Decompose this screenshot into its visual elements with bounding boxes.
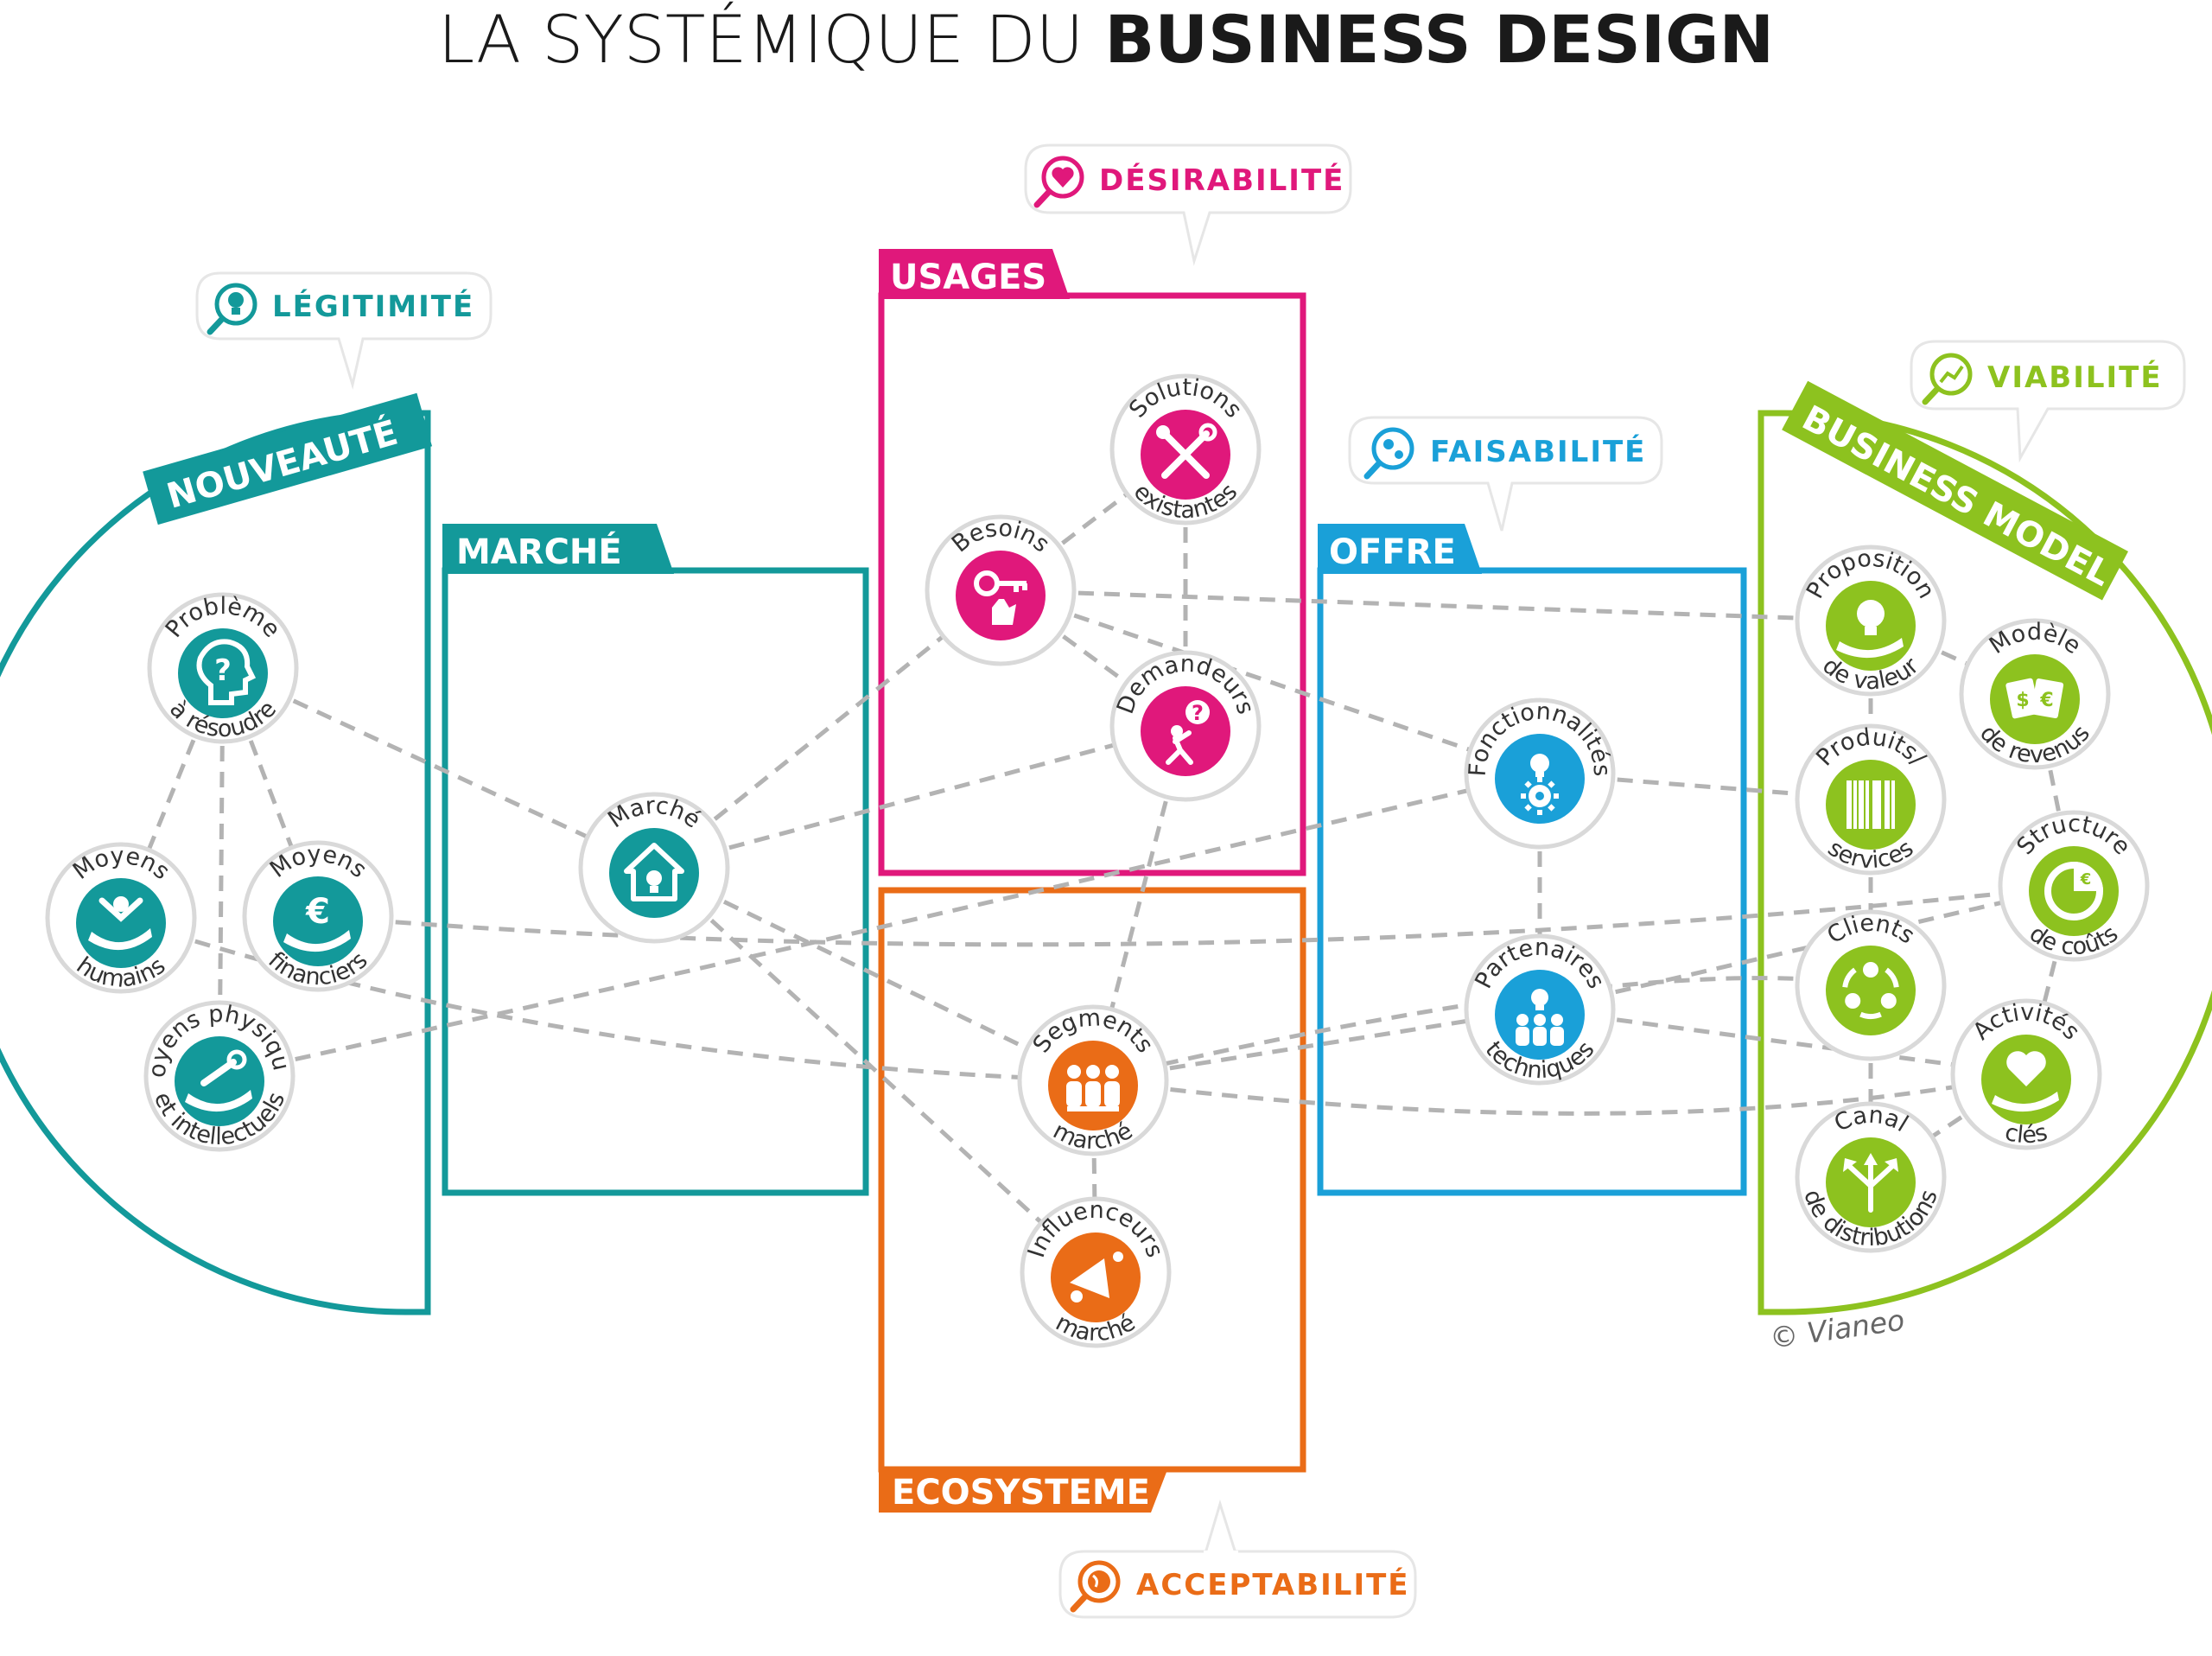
tools-icon <box>1156 423 1217 479</box>
bubble-acceptabilite: ACCEPTABILITÉ <box>1058 1499 1417 1619</box>
viabilite-label: VIABILITÉ <box>1987 360 2163 395</box>
lightbulb-magnifier-icon <box>207 283 257 335</box>
offre-label: OFFRE <box>1329 532 1456 572</box>
bubble-viabilite: VIABILITÉ <box>1910 340 2186 463</box>
connection-probleme-marche <box>221 666 656 870</box>
node-produits: Produits/services <box>1795 723 1947 876</box>
node-disc <box>956 551 1046 640</box>
desirabilite-label: DÉSIRABILITÉ <box>1099 162 1344 198</box>
connection-besoins-fonctionnalites <box>1000 588 1541 776</box>
svg-text:€: € <box>2080 870 2092 889</box>
connection-moyens_phys-fonctionnalites <box>219 771 1541 1079</box>
team-bulb-icon <box>1516 989 1564 1046</box>
barcode-icon <box>1847 780 1895 829</box>
node-demandeurs: ?Demandeurs <box>1109 650 1262 802</box>
person-question-icon: ? <box>1166 700 1210 765</box>
svg-text:$: $ <box>2016 690 2029 711</box>
banknotes-icon: $€ <box>2005 678 2064 719</box>
section-marche: MARCHÉ <box>442 524 869 1196</box>
connection-partenaires-activites <box>1539 1007 2027 1077</box>
page-title-bold: BUSINESS DESIGN <box>1104 1 1774 78</box>
node-clients: Clients <box>1795 909 1947 1061</box>
connection-moyens_humains-segments <box>120 915 1094 1083</box>
node-disc <box>1141 686 1230 776</box>
svg-text:?: ? <box>1192 701 1204 725</box>
bulb-gear-icon <box>1521 754 1559 815</box>
ecosysteme-frame <box>878 887 1306 1473</box>
chart-magnifier-icon <box>1922 353 1973 405</box>
node-label-bottom: clés <box>2002 1119 2050 1150</box>
node-marche: Marché <box>578 792 730 944</box>
node-besoins: Besoins <box>925 514 1077 666</box>
bubble-desirabilite: DÉSIRABILITÉ <box>1024 143 1352 266</box>
connection-segments-activites <box>1092 1072 2027 1116</box>
house-bulb-icon <box>624 843 684 901</box>
bubble-legitimite: LÉGITIMITÉ <box>195 271 493 390</box>
connection-moyens_fin-structure <box>317 883 2075 947</box>
svg-text:€: € <box>305 892 330 932</box>
section-ecosysteme: ECOSYSTEME <box>878 887 1306 1513</box>
gears-magnifier-icon <box>1363 427 1414 480</box>
hand-heart-icon <box>1992 1051 2059 1112</box>
nouveaute-banner: NOUVEAUTÉ <box>143 392 433 525</box>
head-question-icon: ? <box>196 639 257 705</box>
clients-cycle-icon <box>1842 962 1899 1019</box>
key-hand-icon <box>974 570 1027 625</box>
people-group-icon <box>1066 1065 1120 1111</box>
heart-magnifier-icon <box>1033 156 1084 208</box>
acceptabilite-label: ACCEPTABILITÉ <box>1136 1567 1410 1602</box>
hand-person-icon <box>88 896 152 951</box>
section-nouveaute: NOUVEAUTÉ <box>0 392 433 1315</box>
bubble-faisabilite: FAISABILITÉ <box>1348 416 1663 532</box>
connection-marche-demandeurs <box>653 723 1186 870</box>
page-title-light: LA SYSTÉMIQUE DU <box>438 1 1105 78</box>
pie-euro-icon: € <box>2044 862 2103 920</box>
globe-magnifier-icon <box>1070 1560 1121 1613</box>
hand-wrench-icon <box>185 1049 252 1112</box>
usages-frame <box>878 292 1306 876</box>
section-offre: OFFRE <box>1317 524 1747 1196</box>
faisabilite-label: FAISABILITÉ <box>1430 434 1646 469</box>
connection-besoins-proposition <box>1000 588 1872 623</box>
connection-marche-segments <box>652 865 1095 1083</box>
hand-bulb-icon <box>1836 600 1904 659</box>
usages-label: USAGES <box>890 258 1046 297</box>
arrows-split-icon <box>1843 1153 1898 1213</box>
node-disc <box>1826 946 1916 1035</box>
connection-clients-segments <box>1092 976 1872 1083</box>
marche-label: MARCHÉ <box>456 531 622 572</box>
page-title: LA SYSTÉMIQUE DU BUSINESS DESIGN <box>438 1 1774 78</box>
megaphone-icon <box>1070 1252 1123 1303</box>
node-fonctionnalites: Fonctionnalités <box>1464 697 1616 850</box>
connection-probleme-moyens_humains <box>118 667 226 919</box>
business-model-frame <box>1758 410 2212 1315</box>
legitimite-label: LÉGITIMITÉ <box>272 289 474 324</box>
connection-marche-influenceurs <box>652 866 1097 1274</box>
svg-text:€: € <box>2039 690 2053 711</box>
ecosysteme-label: ECOSYSTEME <box>892 1473 1150 1513</box>
svg-text:?: ? <box>214 653 232 688</box>
section-usages: USAGES <box>878 249 1306 876</box>
hand-euro-icon: € <box>283 892 351 952</box>
offre-frame <box>1317 567 1747 1196</box>
